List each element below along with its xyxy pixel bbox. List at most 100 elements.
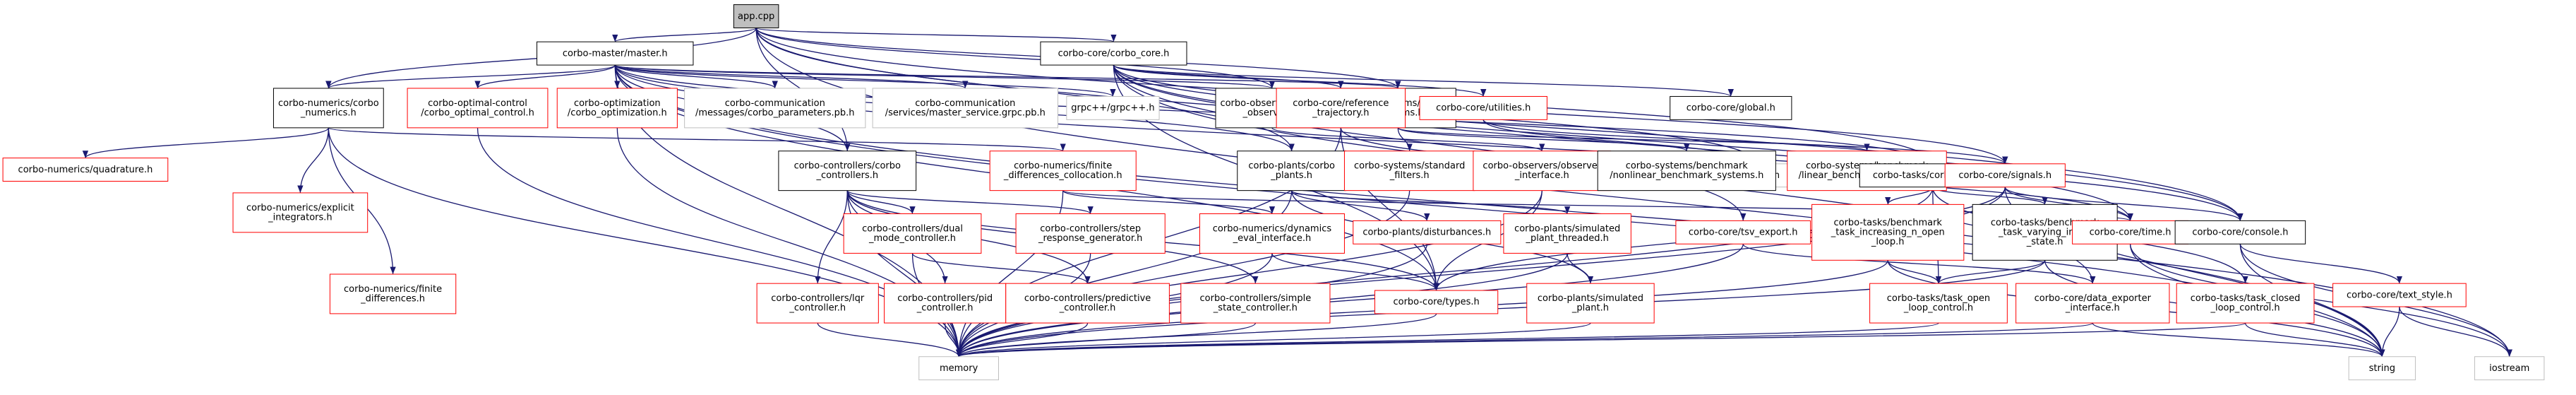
node-fdcoll[interactable]: corbo-numerics/finite_differences_colloc… — [989, 151, 1137, 191]
node-dualmode[interactable]: corbo-controllers/dual_mode_controller.h — [843, 213, 982, 254]
node-label: _integrators.h — [268, 212, 333, 223]
node-reftraj[interactable]: corbo-core/reference_trajectory.h — [1276, 88, 1406, 129]
node-label: corbo-core/console.h — [2192, 228, 2288, 238]
node-explicit[interactable]: corbo-numerics/explicit_integrators.h — [232, 192, 369, 233]
node-tsvexport[interactable]: corbo-core/tsv_export.h — [1675, 220, 1811, 244]
node-box — [1811, 204, 1965, 261]
node-box — [1005, 283, 1170, 324]
node-box — [1503, 213, 1631, 254]
node-types[interactable]: corbo-core/types.h — [1374, 290, 1499, 314]
node-label: _plant_threaded.h — [1525, 233, 1608, 244]
node-utilities[interactable]: corbo-core/utilities.h — [1419, 95, 1547, 120]
include-edge — [817, 322, 962, 357]
node-box — [232, 192, 369, 233]
node-time[interactable]: corbo-core/time.h — [2072, 220, 2189, 244]
node-box — [989, 151, 1137, 191]
node-label: corbo-observers/observer — [1482, 161, 1601, 172]
node-controllers[interactable]: corbo-controllers/corbo_controllers.h — [778, 151, 917, 191]
node-box — [407, 88, 549, 129]
node-label: _controller.h — [789, 303, 846, 314]
include-edge — [1482, 119, 2008, 165]
include-edge — [614, 64, 1116, 98]
node-string[interactable]: string — [2348, 356, 2416, 381]
node-signals[interactable]: corbo-core/signals.h — [1944, 163, 2066, 188]
include-edge — [1113, 64, 1734, 98]
node-box — [2072, 220, 2189, 244]
node-grpc[interactable]: grpc++/grpc++.h — [1066, 95, 1160, 120]
node-box — [872, 88, 1059, 129]
node-disturb[interactable]: corbo-plants/disturbances.h — [1353, 220, 1502, 244]
node-simthreaded[interactable]: corbo-plants/simulated_plant_threaded.h — [1503, 213, 1631, 254]
node-dyneval[interactable]: corbo-numerics/dynamics_eval_interface.h — [1199, 213, 1345, 254]
node-simplestate[interactable]: corbo-controllers/simple_state_controlle… — [1180, 283, 1331, 324]
include-edge — [956, 260, 2046, 357]
node-box — [884, 283, 1007, 324]
node-core[interactable]: corbo-core/corbo_core.h — [1040, 41, 1187, 66]
node-box — [1040, 41, 1187, 66]
include-edge — [2004, 187, 2133, 221]
node-label: corbo-core/text_style.h — [2347, 290, 2452, 300]
include-edge — [1271, 127, 1545, 152]
include-edge — [846, 190, 1094, 215]
node-label: corbo-plants/disturbances.h — [1362, 228, 1491, 238]
node-numerics[interactable]: corbo-numerics/corbo_numerics.h — [272, 88, 384, 129]
node-iostream[interactable]: iostream — [2474, 356, 2545, 381]
node-plants[interactable]: corbo-plants/corbo_plants.h — [1237, 151, 1346, 191]
node-label: corbo-numerics/corbo — [278, 98, 379, 109]
node-quadrature[interactable]: corbo-numerics/quadrature.h — [2, 158, 169, 182]
node-optctrl[interactable]: corbo-optimal-control/corbo_optimal_cont… — [407, 88, 549, 129]
node-label: corbo-numerics/dynamics — [1213, 223, 1332, 234]
node-box — [1869, 283, 2008, 324]
node-label: corbo-core/data_exporter — [2035, 293, 2152, 304]
node-commparams[interactable]: corbo-communication/messages/corbo_param… — [684, 88, 866, 129]
node-global[interactable]: corbo-core/global.h — [1670, 95, 1792, 120]
include-edge — [846, 190, 916, 214]
node-sysfilters[interactable]: corbo-systems/standard_filters.h — [1343, 151, 1475, 191]
node-label: corbo-optimization — [574, 98, 661, 109]
include-edge — [956, 322, 1591, 358]
node-predictive[interactable]: corbo-controllers/predictive_controller.… — [1005, 283, 1170, 324]
node-label: corbo-core/tsv_export.h — [1689, 228, 1798, 238]
node-label: grpc++/grpc++.h — [1071, 103, 1154, 114]
node-box — [2015, 283, 2170, 324]
include-edge — [2379, 307, 2400, 357]
include-edge — [956, 322, 1939, 358]
include-edge — [2004, 187, 2243, 221]
include-edge — [755, 27, 1117, 42]
node-obsiface[interactable]: corbo-observers/observer_interface.h — [1473, 151, 1612, 191]
include-edge — [82, 127, 329, 159]
node-lqr[interactable]: corbo-controllers/lqr_controller.h — [756, 283, 879, 324]
node-app[interactable]: app.cpp — [733, 4, 779, 28]
node-taskopen[interactable]: corbo-tasks/task_open_loop_control.h — [1869, 283, 2008, 324]
node-commsvc[interactable]: corbo-communication/services/master_serv… — [872, 88, 1059, 129]
node-label: memory — [940, 363, 978, 374]
node-console[interactable]: corbo-core/console.h — [2174, 220, 2306, 244]
include-edge — [956, 322, 1089, 357]
node-steprsp[interactable]: corbo-controllers/step_response_generato… — [1015, 213, 1166, 254]
node-box — [843, 213, 982, 254]
node-label: _differences.h — [360, 293, 425, 304]
node-label: corbo-optimal-control — [428, 98, 527, 109]
node-label: corbo-numerics/explicit — [246, 203, 354, 213]
include-edge — [956, 244, 1744, 357]
node-label: corbo-systems/standard — [1354, 161, 1465, 172]
node-optim[interactable]: corbo-optimization/corbo_optimization.h — [556, 88, 678, 129]
node-nonlinbench[interactable]: corbo-systems/benchmark/nonlinear_benchm… — [1597, 151, 1776, 191]
node-label: _controller.h — [916, 303, 974, 314]
node-memory[interactable]: memory — [918, 356, 999, 381]
node-box — [2332, 283, 2467, 307]
node-taskclosed[interactable]: corbo-tasks/task_closed_loop_control.h — [2176, 283, 2315, 324]
node-pid[interactable]: corbo-controllers/pid_controller.h — [884, 283, 1007, 324]
include-edge — [956, 322, 2246, 358]
node-benchinc[interactable]: corbo-tasks/benchmark_task_increasing_n_… — [1811, 204, 1965, 261]
node-dataexp[interactable]: corbo-core/data_exporter_interface.h — [2015, 283, 2170, 324]
node-simplant[interactable]: corbo-plants/simulated_plant.h — [1526, 283, 1655, 324]
node-label: iostream — [2489, 363, 2529, 374]
node-master[interactable]: corbo-master/master.h — [537, 41, 694, 66]
node-label: corbo-controllers/dual — [862, 223, 963, 234]
node-textstyle[interactable]: corbo-core/text_style.h — [2332, 283, 2467, 307]
node-label: corbo-controllers/corbo — [794, 161, 901, 172]
node-label: /messages/corbo_parameters.pb.h — [695, 107, 855, 118]
node-box — [556, 88, 678, 129]
node-findiff[interactable]: corbo-numerics/finite_differences.h — [329, 273, 457, 314]
